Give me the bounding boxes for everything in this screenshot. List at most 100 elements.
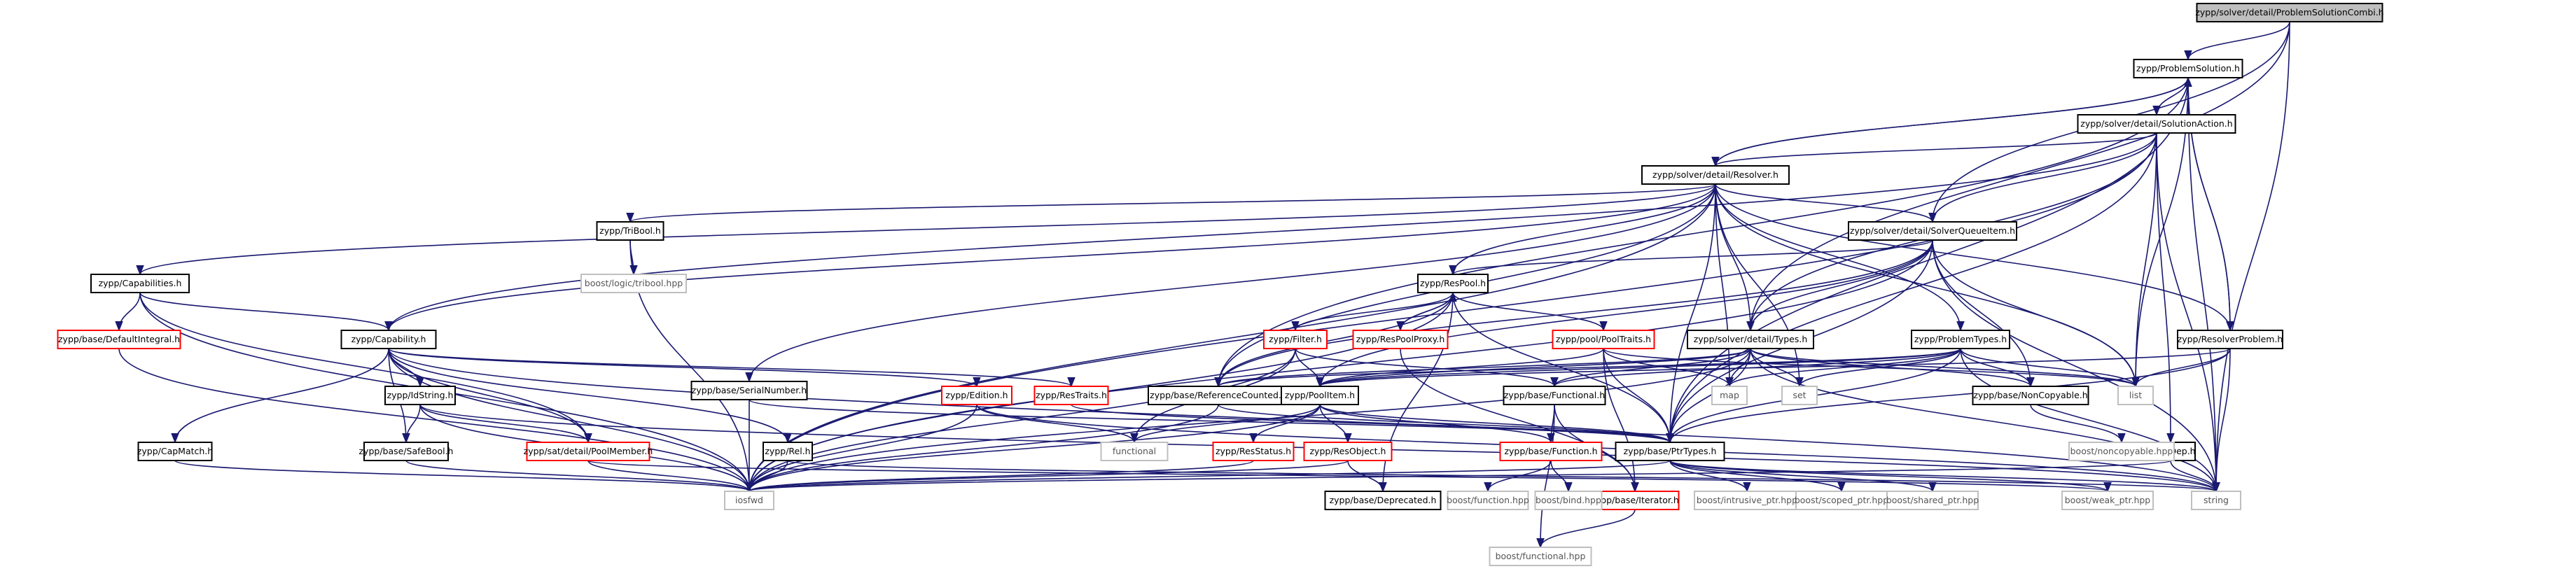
edge-n7-to-n9 xyxy=(139,292,393,332)
node-zypp-idstring-h[interactable]: zypp/IdString.h xyxy=(384,386,456,405)
node-boost-noncopyable-hpp[interactable]: boost/noncopyable.hpp xyxy=(2068,442,2175,461)
node-zypp-pool-pooltraits-h[interactable]: zypp/pool/PoolTraits.h xyxy=(1552,330,1655,349)
edge-n3-to-n15 xyxy=(1715,183,1965,332)
node-zypp-capabilities-h[interactable]: zypp/Capabilities.h xyxy=(90,274,190,293)
edge-n31-to-n40 xyxy=(1550,460,1573,493)
node-map[interactable]: map xyxy=(1711,386,1748,405)
node-label: zypp/base/Iterator.h xyxy=(1591,495,1679,505)
node-zypp-resobject-h[interactable]: zypp/ResObject.h xyxy=(1303,442,1393,461)
node-boost-logic-tribool-hpp[interactable]: boost/logic/tribool.hpp xyxy=(580,274,687,293)
node-zypp-respoolproxy-h[interactable]: zypp/ResPoolProxy.h xyxy=(1352,330,1449,349)
node-zypp-base-ptrtypes-h[interactable]: zypp/base/PtrTypes.h xyxy=(1615,442,1725,461)
node-box xyxy=(1100,442,1169,461)
node-zypp-edition-h[interactable]: zypp/Edition.h xyxy=(941,386,1012,405)
node-zypp-problemsolution-h[interactable]: zypp/ProblemSolution.h xyxy=(2133,59,2243,78)
edge-n32-to-n45 xyxy=(1669,460,2220,493)
node-label: zypp/base/Function.h xyxy=(1504,446,1597,456)
node-zypp-base-functional-h[interactable]: zypp/base/Functional.h xyxy=(1503,386,1606,405)
node-label: zypp/solver/detail/SolutionAction.h xyxy=(2080,118,2232,129)
node-zypp-capmatch-h[interactable]: zypp/CapMatch.h xyxy=(137,442,213,461)
node-zypp-base-function-h[interactable]: zypp/base/Function.h xyxy=(1499,442,1603,461)
node-label: zypp/ProblemTypes.h xyxy=(1914,334,2007,344)
node-list[interactable]: list xyxy=(2117,386,2154,405)
edge-n24-to-n27 xyxy=(419,404,592,444)
node-iosfwd[interactable]: iosfwd xyxy=(724,491,774,510)
edge-n19-to-n32 xyxy=(1071,404,1674,444)
node-box xyxy=(384,386,456,405)
node-zypp-base-safebool-h[interactable]: zypp/base/SafeBool.h xyxy=(359,442,454,461)
node-zypp-rel-h[interactable]: zypp/Rel.h xyxy=(763,442,813,461)
node-zypp-base-defaultintegral-h[interactable]: zypp/base/DefaultIntegral.h xyxy=(57,330,181,349)
node-zypp-sat-detail-poolmember-h[interactable]: zypp/sat/detail/PoolMember.h xyxy=(524,442,653,461)
edge-n13-to-n46 xyxy=(1603,348,1734,388)
edge-n15-to-n45 xyxy=(1960,348,2220,493)
node-boost-bind-hpp[interactable]: boost/bind.hpp xyxy=(1534,491,1603,510)
node-box xyxy=(1212,442,1295,461)
node-box xyxy=(1795,491,1888,510)
node-zypp-respool-h[interactable]: zypp/ResPool.h xyxy=(1417,274,1489,293)
edge-n21-to-n34 xyxy=(1130,404,1321,444)
edge-n2-to-n32 xyxy=(1666,132,2157,444)
node-zypp-tribool-h[interactable]: zypp/TriBool.h xyxy=(596,221,664,241)
edge-n20-to-n35 xyxy=(745,404,1219,493)
node-zypp-capability-h[interactable]: zypp/Capability.h xyxy=(340,330,437,349)
node-zypp-poolitem-h[interactable]: zypp/PoolItem.h xyxy=(1281,386,1359,405)
node-box xyxy=(1417,274,1489,293)
node-label: iosfwd xyxy=(735,495,763,505)
node-zypp-problemtypes-h[interactable]: zypp/ProblemTypes.h xyxy=(1911,330,2010,349)
node-zypp-solver-detail-problemsolutioncombi-h[interactable]: zypp/solver/detail/ProblemSolutionCombi.… xyxy=(2195,3,2384,22)
node-zypp-base-deprecated-h[interactable]: zypp/base/Deprecated.h xyxy=(1324,491,1442,510)
node-zypp-resstatus-h[interactable]: zypp/ResStatus.h xyxy=(1212,442,1295,461)
node-boost-intrusive-ptr-hpp[interactable]: boost/intrusive_ptr.hpp xyxy=(1694,491,1800,510)
node-functional[interactable]: functional xyxy=(1100,442,1169,461)
node-zypp-base-iterator-h[interactable]: zypp/base/Iterator.h xyxy=(1590,491,1680,510)
node-label: boost/bind.hpp xyxy=(1536,495,1601,505)
node-boost-scoped-ptr-hpp[interactable]: boost/scoped_ptr.hpp xyxy=(1795,491,1888,510)
node-label: zypp/base/PtrTypes.h xyxy=(1624,446,1717,456)
edge-n21-to-n32 xyxy=(1319,404,1674,444)
node-zypp-base-serialnumber-h[interactable]: zypp/base/SerialNumber.h xyxy=(690,381,808,400)
node-string[interactable]: string xyxy=(2191,491,2241,510)
node-boost-shared-ptr-hpp[interactable]: boost/shared_ptr.hpp xyxy=(1886,491,1979,510)
node-zypp-restraits-h[interactable]: zypp/ResTraits.h xyxy=(1033,386,1109,405)
node-zypp-resolverproblem-h[interactable]: zypp/ResolverProblem.h xyxy=(2177,330,2283,349)
node-zypp-solver-detail-solutionaction-h[interactable]: zypp/solver/detail/SolutionAction.h xyxy=(2077,114,2236,134)
node-set[interactable]: set xyxy=(1781,386,1818,405)
node-box xyxy=(1972,386,2089,405)
node-zypp-base-referencecounted-h[interactable]: zypp/base/ReferenceCounted.h xyxy=(1148,386,1289,405)
edge-n9-to-n35 xyxy=(388,348,753,493)
edge-n2-to-n6 xyxy=(1928,132,2157,223)
edge-n17-to-n32 xyxy=(749,399,1674,444)
node-zypp-solver-detail-types-h[interactable]: zypp/solver/detail/Types.h xyxy=(1687,330,1814,349)
edge-n9-to-n45 xyxy=(388,348,2220,493)
edge-n3-to-n1 xyxy=(1715,76,2192,167)
edge-n3-to-n17 xyxy=(745,183,1716,383)
node-box xyxy=(57,330,181,349)
node-boost-weak-ptr-hpp[interactable]: boost/weak_ptr.hpp xyxy=(2061,491,2154,510)
node-zypp-base-noncopyable-h[interactable]: zypp/base/NonCopyable.h xyxy=(1972,386,2089,405)
edge-n3-to-n32 xyxy=(1666,183,1716,444)
node-box xyxy=(1352,330,1449,349)
node-boost-function-hpp[interactable]: boost/function.hpp xyxy=(1447,491,1529,510)
edge-n15-to-n48 xyxy=(1960,348,2140,388)
edge-n30-to-n35 xyxy=(745,460,1349,493)
node-box xyxy=(690,381,808,400)
node-label: string xyxy=(2203,495,2229,505)
node-box xyxy=(2191,491,2241,510)
node-label: zypp/solver/detail/ProblemSolutionCombi.… xyxy=(2195,7,2383,17)
edge-n8-to-n35 xyxy=(118,348,753,493)
edge-n3-to-n6 xyxy=(1715,183,1937,223)
edge-n15-to-n47 xyxy=(1795,348,1961,388)
node-boost-functional-hpp[interactable]: boost/functional.hpp xyxy=(1489,547,1592,566)
node-label: zypp/Edition.h xyxy=(945,390,1008,400)
node-zypp-solver-detail-resolver-h[interactable]: zypp/solver/detail/Resolver.h xyxy=(1641,165,1790,185)
edge-n9-to-n28 xyxy=(388,348,792,444)
node-label: zypp/TriBool.h xyxy=(599,225,661,236)
edge-n16-to-n48 xyxy=(2131,348,2231,388)
node-zypp-solver-detail-solverqueueitem-h[interactable]: zypp/solver/detail/SolverQueueItem.h xyxy=(1848,221,2017,241)
edge-n9-to-n25 xyxy=(171,348,389,444)
edge-n2-to-n48 xyxy=(2131,132,2157,388)
node-label: zypp/ResPoolProxy.h xyxy=(1356,334,1445,344)
node-zypp-filter-h[interactable]: zypp/Filter.h xyxy=(1263,330,1328,349)
edge-n25-to-n35 xyxy=(174,460,753,493)
